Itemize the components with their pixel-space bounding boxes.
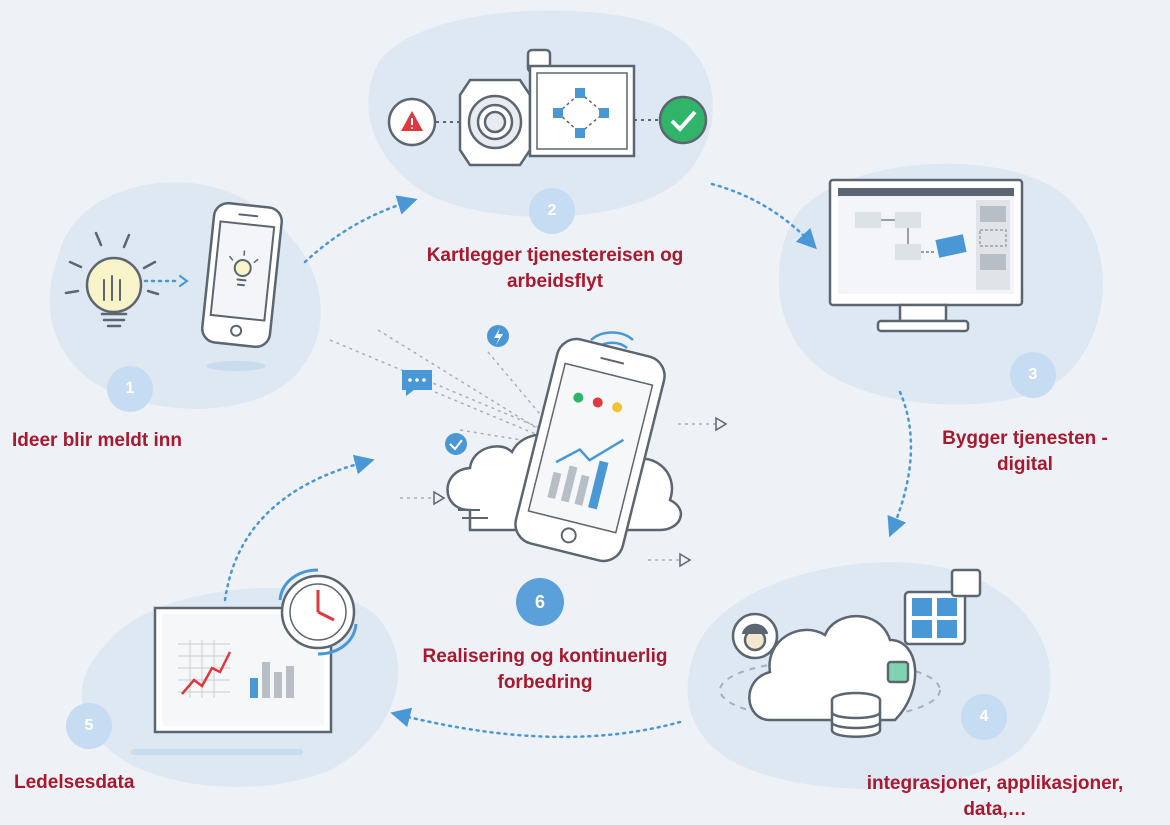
step-4-label: integrasjoner, applikasjoner, data,… [866,773,1124,820]
arrow-4-to-5 [390,707,682,739]
arrow-1-to-2 [303,195,418,264]
phone-cloud-analytics-icon [329,325,728,568]
step-1-label: Ideer blir meldt inn [12,430,182,451]
step-5-badge: 5 [66,703,112,749]
cycle-arrows [223,182,913,739]
step-1-badge: 1 [107,366,153,412]
arrow-3-to-4 [887,390,913,538]
desktop-monitor-icon [828,178,1024,333]
check-icon [658,95,708,145]
step-2-label: Kartlegger tjenestereisen og arbeidsflyt [426,245,684,292]
gear-workflow-icon [387,48,708,167]
cloud-integration-icon [719,568,982,738]
step-5-label: Ledelsesdata [14,772,135,793]
step-3-badge: 3 [1010,352,1056,398]
step-4-badge: 4 [961,694,1007,740]
check-badge-icon [445,433,467,455]
lightbulb-phone-icon [64,201,283,371]
dashboard-clock-icon [131,568,358,755]
step-6-label: Realisering og kontinuerlig forbedring [422,646,668,693]
step-6-badge: 6 [516,578,564,626]
arrow-5-to-1 [223,454,375,602]
step-2-badge: 2 [529,188,575,234]
chat-bubble-icon [402,370,432,396]
arrow-2-to-3 [710,182,817,250]
step-3-label: Bygger tjenesten - digital [942,428,1108,475]
